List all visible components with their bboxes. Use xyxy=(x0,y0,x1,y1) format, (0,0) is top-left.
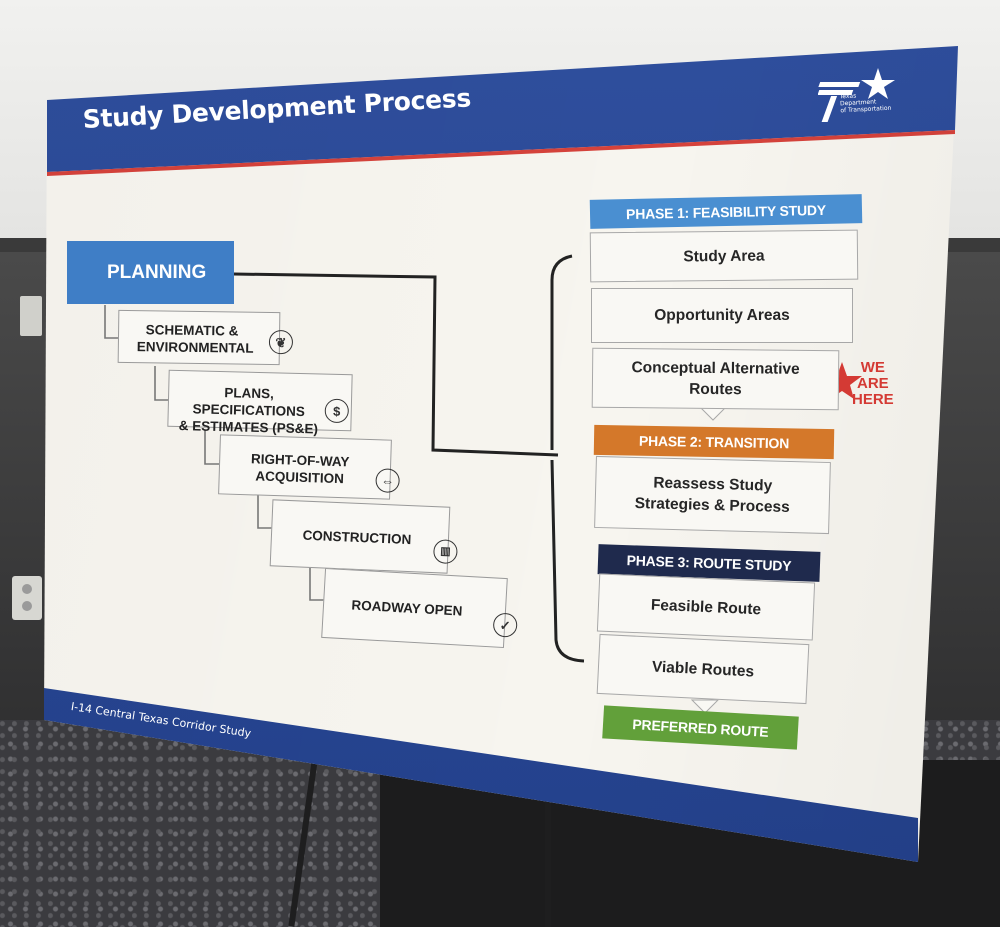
we-are-here-label: WE ARE HERE xyxy=(852,359,894,408)
step-plans-specifications-estimates: PLANS, SPECIFICATIONS & ESTIMATES (PS&E)… xyxy=(167,369,353,436)
step-right-of-way-acquisition: RIGHT-OF-WAY ACQUISITION ⇔ xyxy=(218,434,400,500)
step-roadway-open: ROADWAY OPEN ✓ xyxy=(321,567,518,649)
box-feasible-route: Feasible Route xyxy=(596,573,816,641)
box-conceptual-alternative-routes: Conceptual Alternative Routes xyxy=(591,347,840,411)
box-reassess-study-strategies: Reassess Study Strategies & Process xyxy=(594,455,831,535)
step-construction: CONSTRUCTION ▥ xyxy=(269,499,458,574)
step-schematic-environmental: SCHEMATIC & ENVIRONMENTAL ❦ xyxy=(117,309,294,366)
dollar-icon: $ xyxy=(324,398,350,424)
box-opportunity-areas: Opportunity Areas xyxy=(591,288,853,343)
light-switch xyxy=(20,296,42,336)
star-icon xyxy=(822,362,862,399)
planning-box: PLANNING xyxy=(67,241,234,304)
easel-leg-center xyxy=(545,795,551,927)
phase1-header: PHASE 1: FEASIBILITY STUDY xyxy=(589,194,863,229)
box-study-area: Study Area xyxy=(589,229,859,283)
phase2-header: PHASE 2: TRANSITION xyxy=(593,424,835,460)
txdot-logo xyxy=(818,68,895,122)
box-viable-routes: Viable Routes xyxy=(596,633,810,705)
wall-outlet xyxy=(12,576,42,620)
